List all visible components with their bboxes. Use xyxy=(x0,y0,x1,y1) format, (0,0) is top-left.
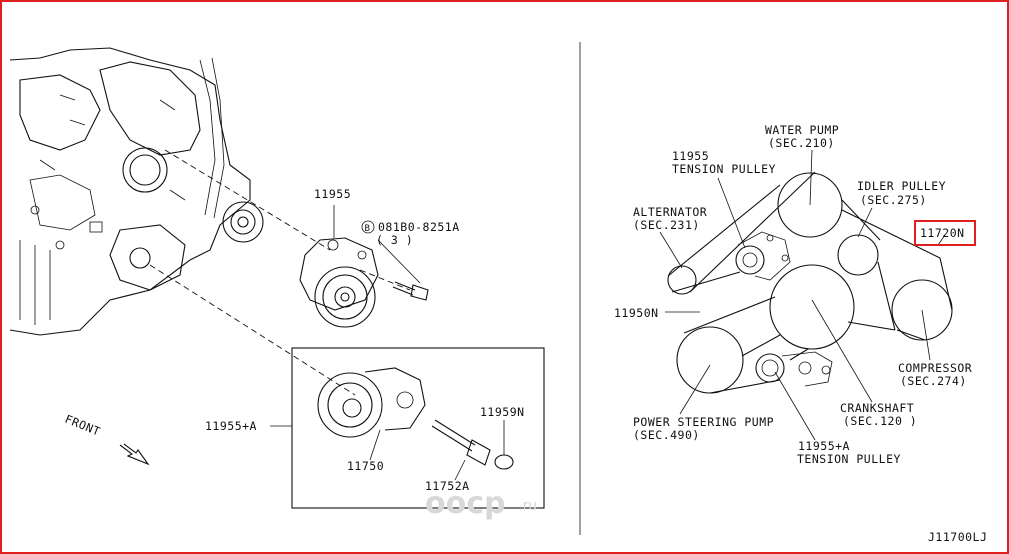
leader-tensioner xyxy=(164,149,331,251)
label-tension-pulley2: TENSION PULLEY xyxy=(797,452,901,466)
label-tension-pulley: TENSION PULLEY xyxy=(672,162,776,176)
front-arrow xyxy=(119,443,150,466)
label-11959n: 11959N xyxy=(480,405,525,419)
water-pump-pulley xyxy=(777,172,843,238)
tensioner-11955-drawing xyxy=(299,237,379,328)
watermark-domain: .ru xyxy=(518,498,537,514)
diagram-code: J11700LJ xyxy=(928,530,987,544)
label-power-steering-sec: (SEC.490) xyxy=(633,428,700,442)
label-tension-pulley2-num: 11955+A xyxy=(798,439,850,453)
label-11950n: 11950N xyxy=(614,306,659,320)
label-front: FRONT xyxy=(63,412,103,439)
assembly-box xyxy=(291,347,545,509)
tension-pulley-11955a xyxy=(755,353,785,383)
bolt-drawing xyxy=(392,281,429,301)
label-11955a: 11955+A xyxy=(205,419,257,433)
bolt-ref-circle xyxy=(361,220,375,234)
leader-bolt xyxy=(359,269,411,291)
label-crankshaft: CRANKSHAFT xyxy=(840,401,914,415)
label-idler-pulley-sec: (SEC.275) xyxy=(860,193,927,207)
crankshaft-pulley xyxy=(769,264,855,350)
belt-routing-drawing xyxy=(659,149,953,441)
label-11752a: 11752A xyxy=(425,479,470,493)
label-water-pump: WATER PUMP xyxy=(765,123,839,137)
label-11750: 11750 xyxy=(347,459,384,473)
cap-drawing xyxy=(494,454,514,470)
label-bolt-qty: ( 3 ) xyxy=(376,233,413,247)
engine-block-drawing xyxy=(9,47,264,336)
label-tension-pulley-num: 11955 xyxy=(672,149,709,163)
label-alternator-sec: (SEC.231) xyxy=(633,218,700,232)
tension-pulley-11955 xyxy=(735,245,765,275)
assy-bolt-drawing xyxy=(431,419,491,466)
label-compressor-sec: (SEC.274) xyxy=(900,374,967,388)
label-11955: 11955 xyxy=(314,187,351,201)
tensioner-assy-drawing xyxy=(317,367,426,438)
label-bolt-ref: 081B0-8251A xyxy=(378,220,460,234)
label-idler-pulley: IDLER PULLEY xyxy=(857,179,946,193)
label-water-pump-sec: (SEC.210) xyxy=(768,136,835,150)
label-compressor: COMPRESSOR xyxy=(898,361,972,375)
label-crankshaft-sec: (SEC.120 ) xyxy=(843,414,917,428)
highlight-11720n xyxy=(914,220,976,246)
label-11720n: 11720N xyxy=(920,226,965,240)
power-steering-pulley xyxy=(676,326,744,394)
watermark-brand: oocp xyxy=(425,486,505,521)
label-power-steering: POWER STEERING PUMP xyxy=(633,415,774,429)
alternator-pulley xyxy=(667,265,697,295)
idler-pulley xyxy=(837,234,879,276)
leader-assy xyxy=(149,264,356,396)
bolt-circle-letter: B xyxy=(365,224,371,234)
label-alternator: ALTERNATOR xyxy=(633,205,707,219)
